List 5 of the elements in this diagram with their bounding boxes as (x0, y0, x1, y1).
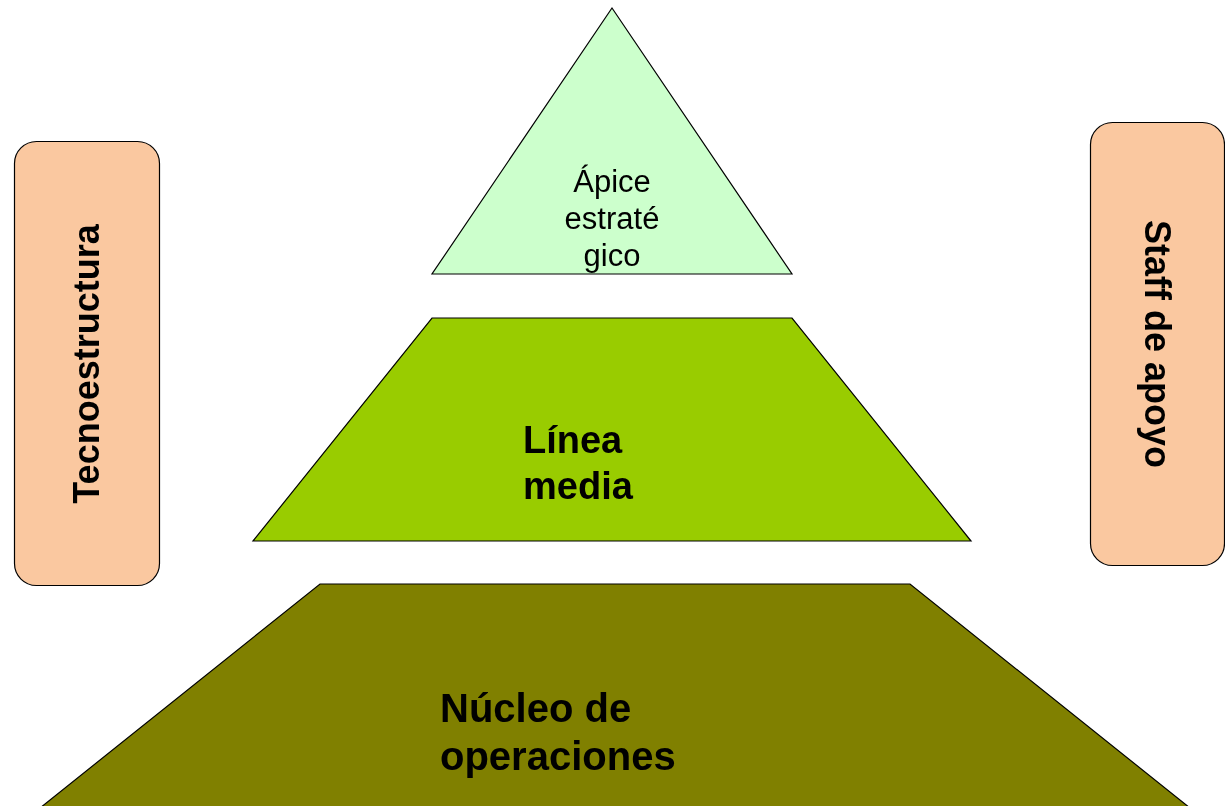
shape-label: Tecnoestructura (65, 223, 109, 504)
shape-label: Línea media (523, 418, 634, 509)
shape-label: Staff de apoyo (1136, 220, 1180, 468)
shape-label: Ápice estratégico (563, 163, 661, 275)
shape-label: Núcleo de operaciones (440, 685, 677, 780)
